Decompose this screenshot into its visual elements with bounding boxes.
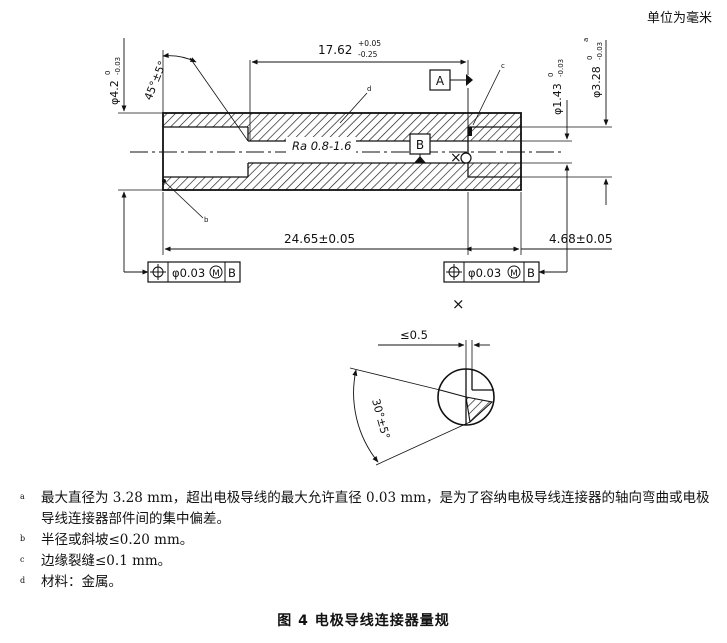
upper-wall-hatch <box>163 113 521 141</box>
right-plug-lower <box>468 163 521 177</box>
notes-list: a 最大直径为 3.28 mm，超出电极导线的最大允许直径 0.03 mm，是为… <box>14 488 714 593</box>
note-text: 半径或斜坡≤0.20 mm。 <box>41 532 194 548</box>
detail-view: ≤0.5 30°±5° <box>349 328 495 466</box>
datum-a-label: A <box>436 74 445 88</box>
note-mark: a <box>20 492 25 501</box>
dim-inner-dia-tol-upper: 0 <box>547 73 555 77</box>
dim-left-dia-tol-lower: -0.03 <box>114 57 122 75</box>
dim-top-tol-upper: +0.05 <box>358 39 381 48</box>
ref-d: d <box>367 85 371 93</box>
note-b: b 半径或斜坡≤0.20 mm。 <box>14 530 714 551</box>
figure-caption: 图 4 电极导线连接器量规 <box>277 613 450 629</box>
dim-outer-dia-tol-lower: -0.03 <box>596 42 604 60</box>
tol-left-modifier: M <box>212 269 220 279</box>
note-text: 边缘裂缝≤0.1 mm。 <box>41 553 172 569</box>
note-d: d 材料：金属。 <box>14 572 714 593</box>
section-mark-x: × <box>450 150 462 166</box>
dim-slot-angle: 30°±5° <box>369 397 392 440</box>
note-text: 最大直径为 3.28 mm，超出电极导线的最大允许直径 0.03 mm，是为了容… <box>41 490 710 527</box>
tol-right-datum: B <box>527 266 535 280</box>
right-plug-upper <box>468 127 521 141</box>
lower-wall-hatch <box>163 163 521 190</box>
unit-label: 单位为毫米 <box>647 10 712 26</box>
dim-outer-dia: φ3.28 <box>590 66 603 98</box>
ref-c: c <box>501 62 505 70</box>
pin-circle <box>460 152 472 164</box>
note-mark: b <box>20 534 26 543</box>
dim-inner-dia: φ1.43 <box>551 83 564 115</box>
dim-inner-dia-tol-lower: -0.03 <box>557 59 565 77</box>
note-c: c 边缘裂缝≤0.1 mm。 <box>14 551 714 572</box>
tol-left-datum: B <box>228 266 236 280</box>
roughness-label: Ra 0.8-1.6 <box>292 139 351 153</box>
datum-b-label: B <box>416 138 424 152</box>
dim-chamfer-angle: 45°±5° <box>142 59 169 102</box>
dim-left-dia: φ4.2 <box>108 80 121 105</box>
dim-outer-dia-tol-upper: 0 <box>586 56 594 60</box>
tolerance-frame-left: φ0.03 M B <box>123 230 241 283</box>
dim-top-tol-lower: -0.25 <box>358 50 378 59</box>
detail-view-label: × <box>452 295 465 313</box>
note-text: 材料：金属。 <box>41 574 122 590</box>
gauge-body <box>130 112 565 191</box>
note-mark: d <box>20 576 26 585</box>
tol-right-modifier: M <box>510 269 518 279</box>
note-a: a 最大直径为 3.28 mm，超出电极导线的最大允许直径 0.03 mm，是为… <box>14 488 714 530</box>
note-mark: c <box>20 555 25 564</box>
dim-left-dia-tol-upper: 0 <box>104 71 112 75</box>
tolerance-frame-right: φ0.03 M B <box>443 200 568 283</box>
tol-right-value: φ0.03 <box>468 266 501 280</box>
dim-gap: ≤0.5 <box>400 328 428 342</box>
tol-left-value: φ0.03 <box>172 266 205 280</box>
dim-right-length: 4.68±0.05 <box>549 232 613 246</box>
dim-overall-length: 24.65±0.05 <box>284 232 355 246</box>
ref-a: a <box>582 38 590 42</box>
ref-b: b <box>204 216 209 224</box>
gauge-drawing: 单位为毫米 Ra 0.8-1.6 B × A <box>104 10 712 466</box>
dim-top-length: 17.62 <box>318 43 352 57</box>
